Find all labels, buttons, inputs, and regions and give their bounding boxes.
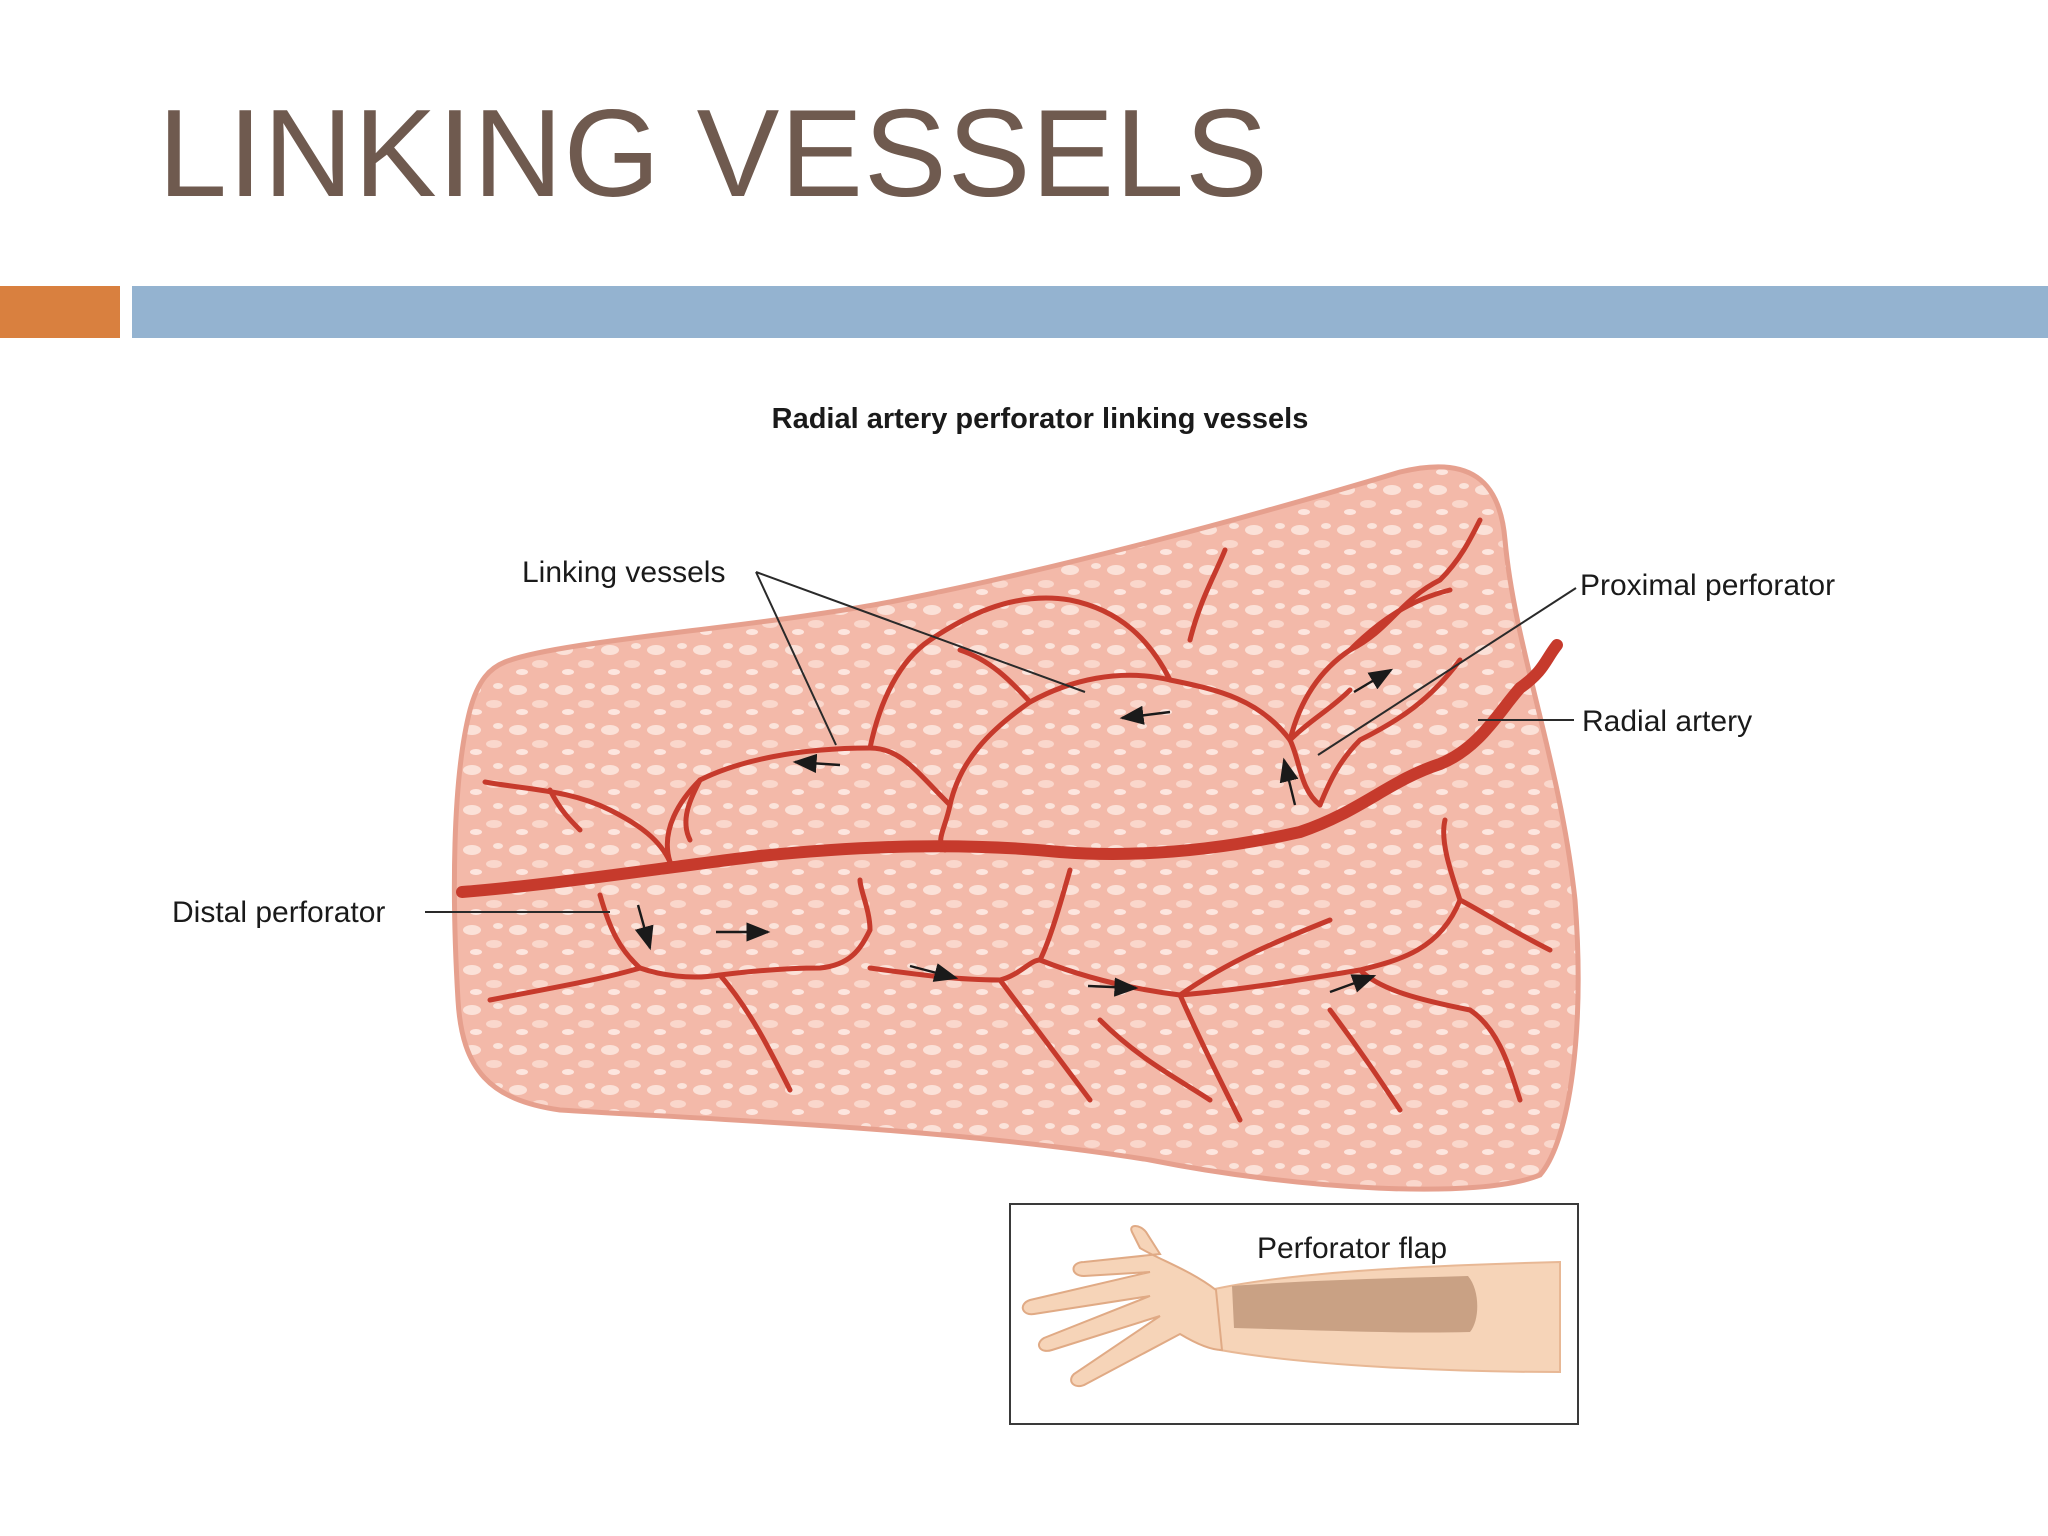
arrow-icon: [792, 753, 841, 774]
diagram-title: Radial artery perforator linking vessels: [772, 403, 1309, 435]
inset-title: Perforator flap: [1257, 1232, 1447, 1265]
label-distal-perforator: Distal perforator: [172, 896, 385, 929]
label-radial-artery: Radial artery: [1582, 705, 1752, 738]
flow-arrows: [634, 668, 1394, 997]
arrow-icon: [1353, 668, 1394, 694]
label-proximal-perforator: Proximal perforator: [1580, 569, 1835, 602]
arrow-icon: [1087, 977, 1139, 997]
label-linking-vessels: Linking vessels: [522, 556, 725, 589]
accent-bar-blue: [132, 286, 2048, 338]
flap-area: [1232, 1276, 1478, 1333]
arrow-icon: [1119, 705, 1171, 725]
upper-vessel-network: [482, 517, 1483, 865]
hand: [1021, 1225, 1224, 1388]
radial-artery-vessel: [456, 639, 1563, 898]
arrow-icon: [909, 963, 959, 982]
arrow-icon: [634, 904, 654, 951]
slide-title: LINKING VESSELS: [158, 85, 1269, 223]
leader-proximal-perforator: [1317, 587, 1577, 756]
arrow-icon: [1329, 974, 1377, 994]
tissue-flap: [451, 464, 1581, 1192]
arrow-icon: [1279, 757, 1299, 806]
accent-bar-orange: [0, 286, 120, 338]
leader-linking-vessels: [755, 571, 1086, 746]
forearm-illustration: [1021, 1225, 1561, 1388]
